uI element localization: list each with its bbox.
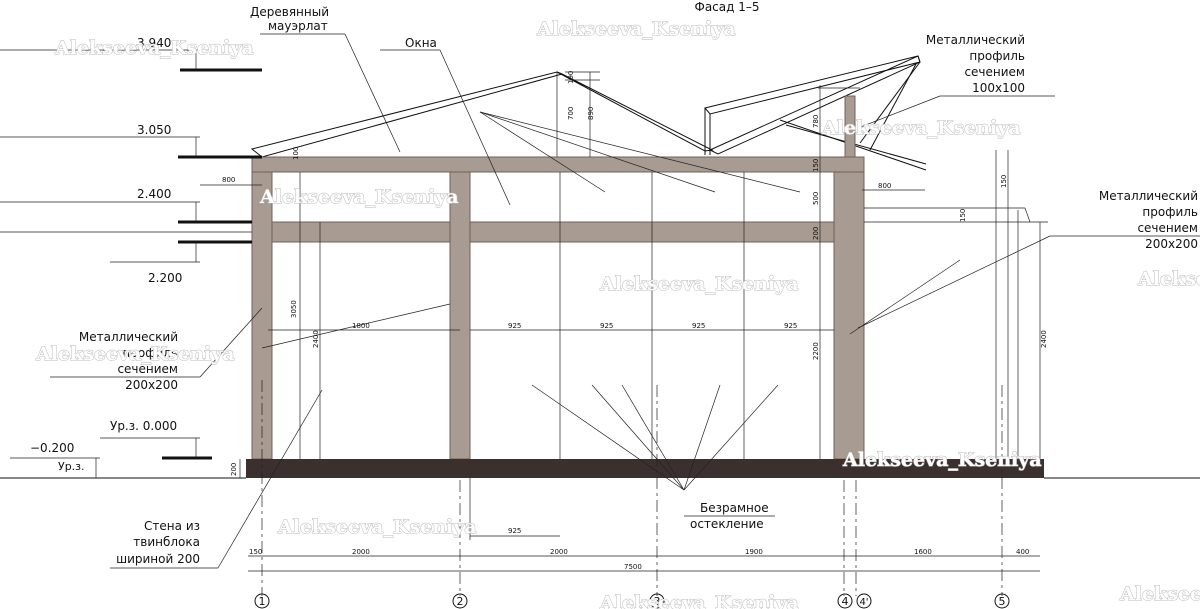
label-steel-100-1: Металлический — [926, 33, 1025, 47]
column-axis-4 — [833, 171, 865, 460]
dim-925-bottom: 925 — [508, 527, 521, 535]
middle-beam — [251, 221, 865, 243]
label-steel-100-2: профиль — [969, 49, 1025, 63]
label-wall-2: твинблока — [133, 535, 200, 549]
level-ground-label: Ур.з. — [58, 460, 85, 473]
label-frameless-2: остекление — [690, 517, 764, 531]
dim-v-2200: 2200 — [812, 342, 820, 360]
axis-bubble-2: 2 — [457, 595, 464, 608]
dim-925-3: 925 — [692, 322, 705, 330]
dim-bottom-400: 400 — [1016, 548, 1029, 556]
drawing-title: Фасад 1–5 — [694, 0, 759, 14]
level-minus-0200: −0.200 — [30, 441, 74, 455]
dimensions: 800 800 1800 925 925 925 925 925 150 200… — [200, 71, 1048, 572]
foundation — [246, 459, 1044, 478]
annotation-labels: Деревянный мауэрлат Окна Металлический п… — [50, 5, 1200, 569]
watermark-11: Alekseeva_Kseniya — [1119, 583, 1200, 605]
level-2400: 2.400 — [137, 187, 171, 201]
dim-v-100: 100 — [292, 147, 300, 160]
column-axis-2 — [449, 171, 471, 460]
dim-925-2: 925 — [600, 322, 613, 330]
watermark-8: Alekseeva_Kseniya — [842, 449, 1042, 471]
dim-v-3050: 3050 — [290, 300, 298, 318]
dim-v-890: 890 — [587, 107, 595, 120]
dim-v-200: 200 — [812, 227, 820, 240]
watermarks: Alekseeva_Kseniya Alekseeva_Kseniya Alek… — [35, 18, 1200, 609]
watermark-4: Alekseeva_Kseniya — [259, 186, 459, 208]
dim-v-150: 150 — [812, 159, 820, 172]
glazing — [559, 85, 1019, 459]
label-steel-200l-3: сечением — [117, 362, 178, 376]
label-windows: Окна — [405, 36, 437, 50]
dim-bottom-1900: 1900 — [745, 548, 763, 556]
label-steel-200l-1: Металлический — [79, 330, 178, 344]
top-beam — [251, 156, 865, 173]
dim-v-2400-right: 2400 — [1040, 330, 1048, 348]
dim-925-1: 925 — [508, 322, 521, 330]
dim-total-7500: 7500 — [624, 563, 642, 571]
label-mauerlat-2: мауэрлат — [268, 19, 328, 33]
dim-bottom-1600: 1600 — [914, 548, 932, 556]
label-wall-3: шириной 200 — [116, 552, 200, 566]
label-steel-200r-3: сечением — [1137, 221, 1198, 235]
axes: 1 2 3 4 4' 5 — [254, 380, 1010, 609]
level-3050: 3.050 — [137, 123, 171, 137]
roof — [250, 55, 927, 171]
label-steel-100-3: сечением — [964, 65, 1025, 79]
watermark-2: Alekseeva_Kseniya — [536, 18, 736, 40]
axis-bubble-1: 1 — [259, 595, 266, 608]
label-steel-200r-2: профиль — [1142, 205, 1198, 219]
dim-v-200-base: 200 — [230, 463, 238, 476]
dim-1800: 1800 — [352, 322, 370, 330]
axis-bubble-4: 4 — [842, 595, 849, 608]
label-wall-1: Стена из — [144, 519, 200, 533]
dim-bottom-2000a: 2000 — [352, 548, 370, 556]
label-steel-200l-2: профиль — [122, 346, 178, 360]
dim-v-500: 500 — [812, 192, 820, 205]
axis-bubble-5: 5 — [999, 595, 1006, 608]
label-steel-200l-4: 200x200 — [125, 378, 178, 392]
watermark-5: Alekseeva_Kseniya — [599, 273, 799, 295]
dim-800-left: 800 — [222, 176, 235, 184]
dim-bottom-2000b: 2000 — [550, 548, 568, 556]
level-3940: 3.940 — [137, 36, 171, 50]
label-steel-200r-4: 200x200 — [1145, 237, 1198, 251]
dim-v-150-b: 150 — [959, 209, 967, 222]
label-steel-100-4: 100x100 — [972, 81, 1025, 95]
dim-v-700: 700 — [567, 107, 575, 120]
level-2200: 2.200 — [148, 271, 182, 285]
post-100 — [844, 95, 856, 158]
dim-v-2400-left: 2400 — [312, 330, 320, 348]
label-frameless-1: Безрамное — [700, 501, 769, 515]
dim-v-190: 190 — [567, 71, 575, 84]
watermark-6: Alekseeva_Kseniya — [1137, 268, 1200, 290]
watermark-10: Alekseeva_Kseniya — [599, 592, 799, 609]
axis-bubble-3: 3 — [654, 595, 661, 608]
dim-bottom-150: 150 — [249, 548, 262, 556]
level-zero: Ур.з. 0.000 — [110, 419, 177, 433]
level-marks: 3.940 3.050 2.400 2.200 Ур.з. 0.000 −0.2… — [0, 36, 262, 478]
watermark-7: Alekseeva_Kseniya — [35, 343, 235, 365]
label-steel-200r-1: Металлический — [1099, 189, 1198, 203]
dim-800-right: 800 — [878, 182, 891, 190]
axis-bubble-4prime: 4' — [859, 597, 868, 608]
label-mauerlat-1: Деревянный — [250, 5, 329, 19]
watermark-1: Alekseeva_Kseniya — [54, 37, 254, 59]
dim-v-780: 780 — [812, 115, 820, 128]
watermark-9: Alekseeva_Kseniya — [277, 516, 477, 538]
watermark-3: Alekseeva_Kseniya — [821, 117, 1021, 139]
dim-925-4: 925 — [784, 322, 797, 330]
dim-v-150-right: 150 — [1000, 175, 1008, 188]
